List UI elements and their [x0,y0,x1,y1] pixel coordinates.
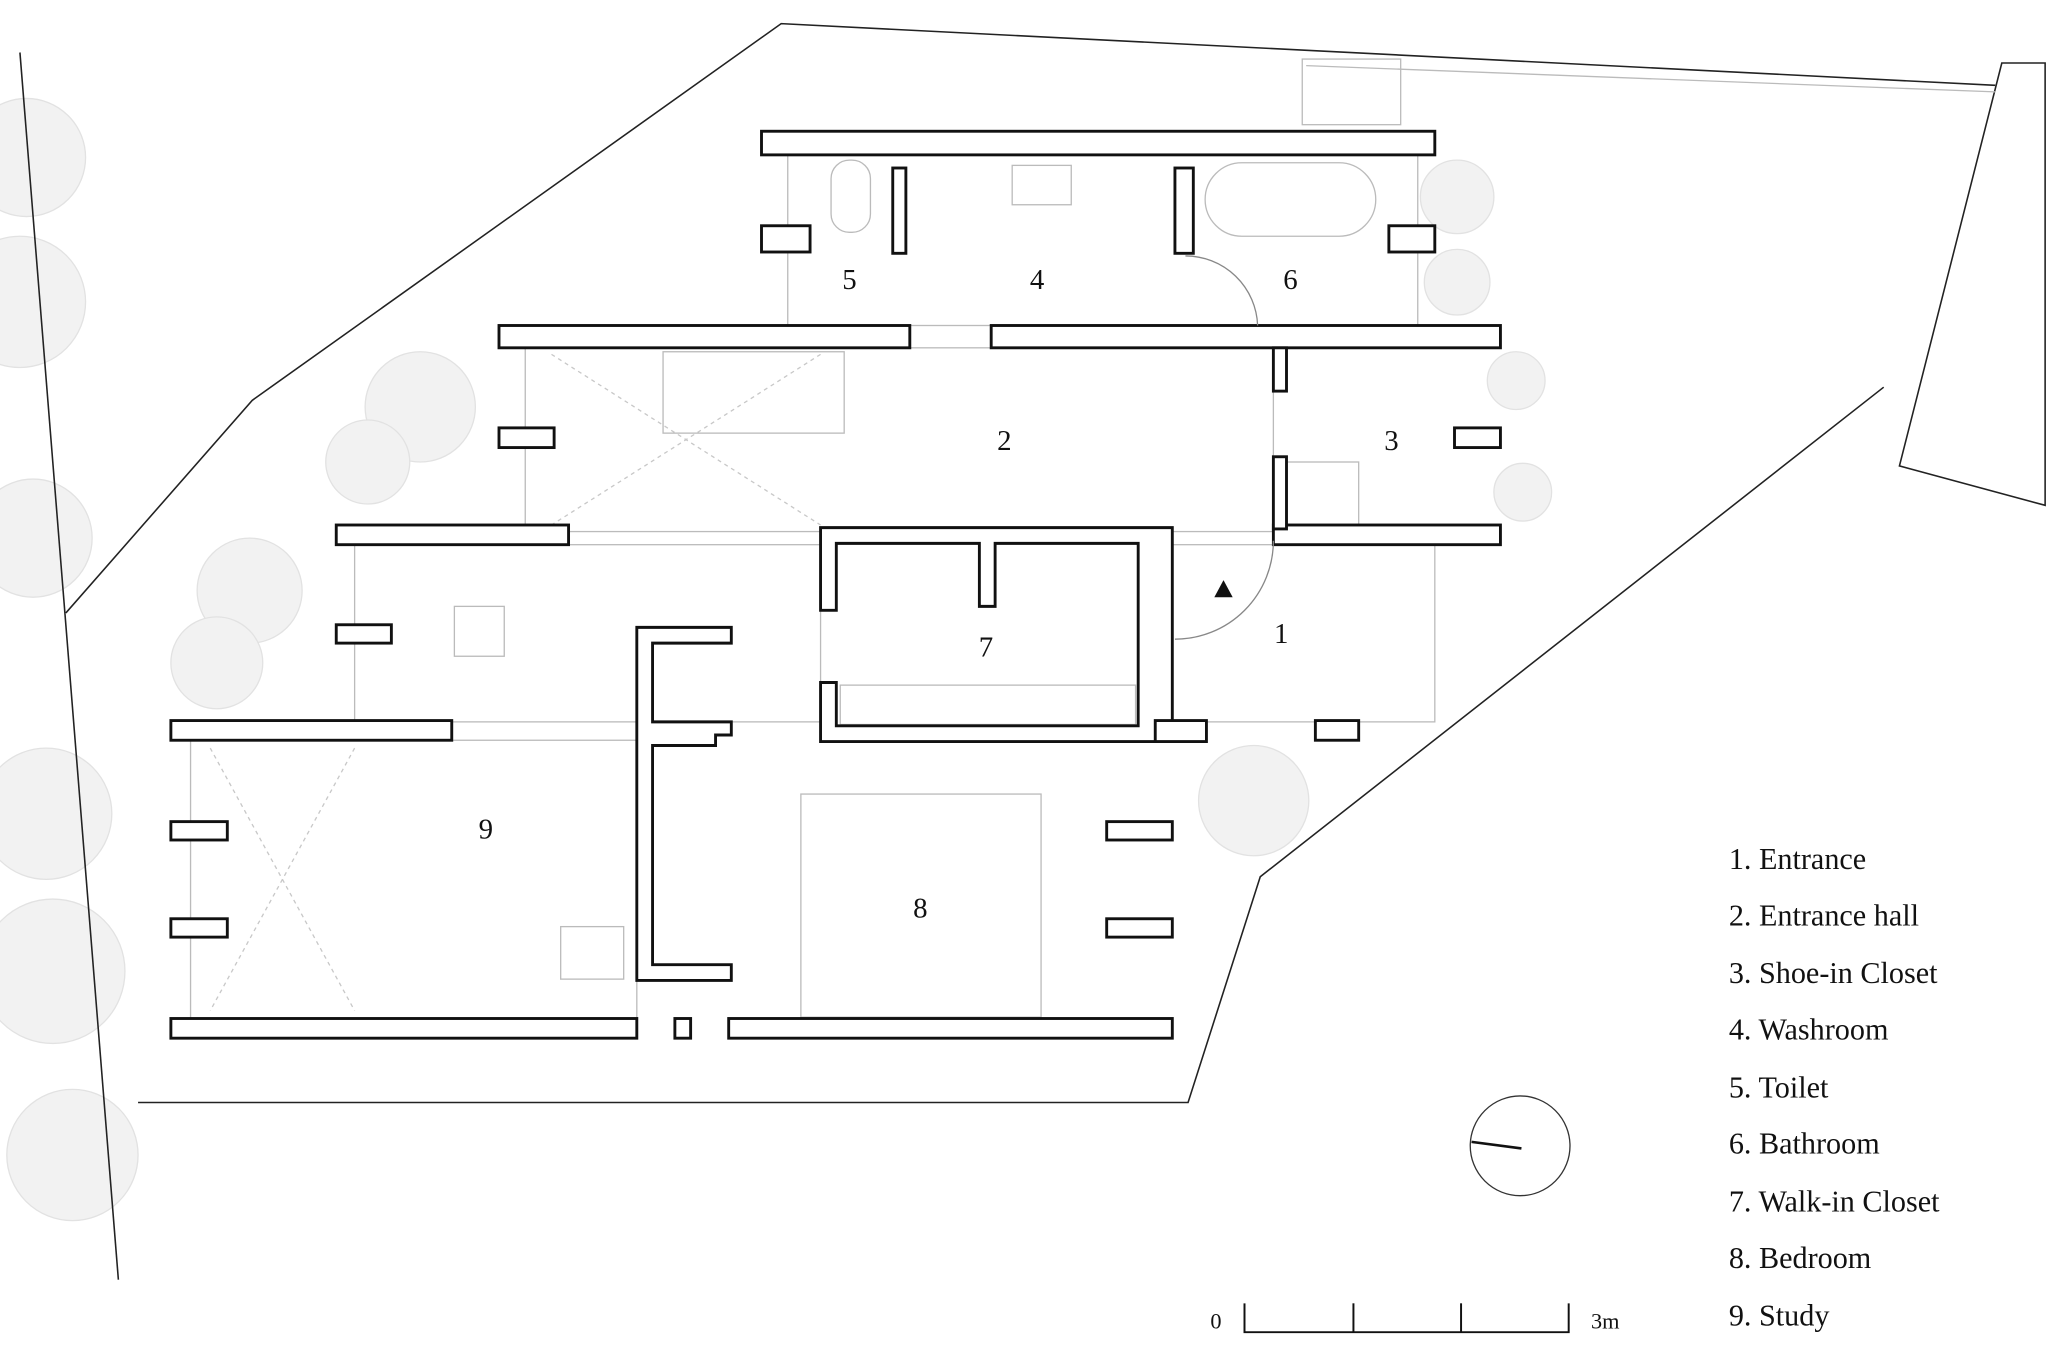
room-label-2: 2 [997,425,1011,457]
north-arrow-icon [1469,1095,1571,1197]
room-label-9: 9 [479,814,493,846]
legend: 1. Entrance 2. Entrance hall 3. Shoe-in … [1729,842,1940,1333]
legend-item: 1. Entrance [1729,842,1866,876]
floor-grid [189,154,1436,1020]
room-label-6: 6 [1283,264,1297,296]
room-label-5: 5 [842,264,856,296]
trees [0,97,1553,1222]
legend-item: 7. Walk-in Closet [1729,1184,1940,1218]
legend-item: 5. Toilet [1729,1070,1829,1104]
scale-bar: 0 3m [1210,1303,1619,1333]
scale-start-label: 0 [1210,1308,1221,1333]
room-label-8: 8 [913,892,927,924]
site-boundary [19,22,2046,1280]
room-label-3: 3 [1384,425,1398,457]
legend-item: 4. Washroom [1729,1013,1889,1047]
legend-item: 8. Bedroom [1729,1241,1871,1275]
door-swing [1174,540,1275,640]
entrance-marker-icon [1214,580,1233,598]
legend-item: 3. Shoe-in Closet [1729,956,1938,990]
door-swing [1185,255,1259,326]
scale-end-label: 3m [1591,1308,1619,1333]
legend-item: 6. Bathroom [1729,1127,1880,1161]
legend-item: 9. Study [1729,1299,1830,1333]
walls [169,129,1502,1040]
room-label-1: 1 [1274,618,1288,650]
room-label-7: 7 [979,631,993,663]
legend-item: 2. Entrance hall [1729,898,1919,932]
room-label-4: 4 [1030,264,1044,296]
